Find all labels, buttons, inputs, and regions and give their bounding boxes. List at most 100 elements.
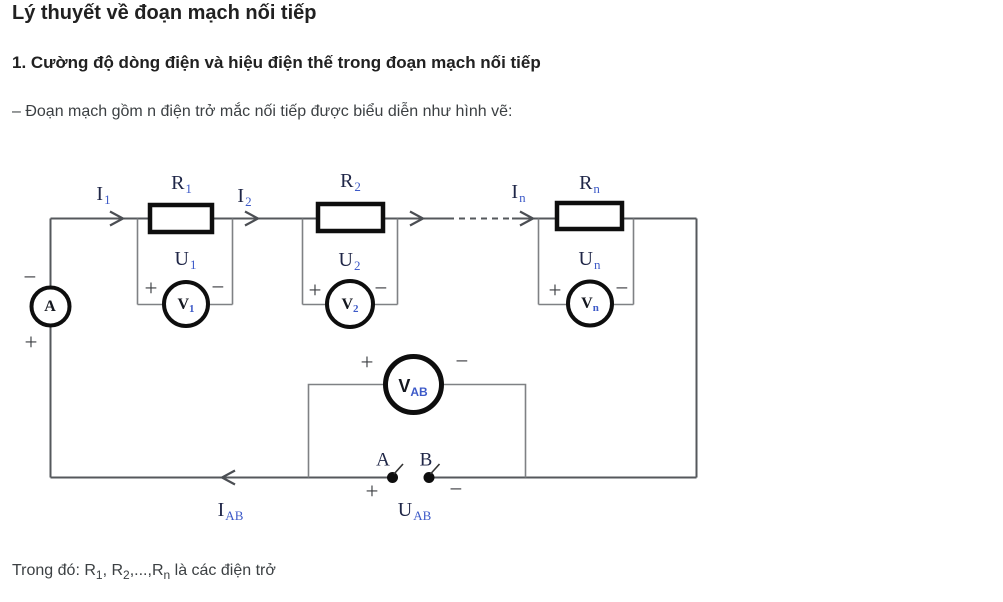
label-r1: R1: [171, 172, 192, 196]
label-iab: IAB: [217, 499, 244, 523]
voltmeter-vab-glyph: VAB: [398, 376, 427, 398]
voltmeter-vn-glyph: Vn: [581, 295, 599, 314]
label-u2: U2: [338, 249, 361, 273]
label-r2-main: R: [340, 170, 354, 192]
label-u2-main: U: [338, 249, 353, 271]
branch-vn: [537, 218, 635, 306]
current-arrows: [109, 210, 536, 486]
branch-v1: [136, 218, 234, 306]
label-u2-sub: 2: [353, 258, 361, 273]
resistors: [147, 200, 625, 235]
voltmeter-vab-circle: [383, 354, 444, 415]
vab-plus-sign: +: [360, 349, 374, 375]
arrow-i2-icon: [244, 210, 261, 227]
footer-s2: 2: [123, 568, 130, 583]
label-un-sub: n: [593, 257, 601, 272]
voltmeter-v2-main: V: [341, 296, 354, 313]
label-u1-sub: 1: [189, 257, 197, 272]
resistor-r1: [147, 202, 215, 235]
voltmeter-vn-main: V: [581, 295, 593, 312]
arrow-after-r2-icon: [409, 210, 426, 227]
label-uab-sub: AB: [413, 508, 432, 523]
label-rn: Rn: [579, 172, 600, 195]
footer-note: Trong đó: R1, R2,...,Rn là các điện trở: [12, 562, 276, 582]
v1-plus-sign: +: [144, 275, 158, 301]
voltmeter-vn-sub: n: [592, 302, 599, 314]
label-r2: R2: [340, 170, 361, 194]
label-iab-main: I: [217, 499, 225, 521]
label-i2-main: I: [237, 185, 245, 207]
label-point-a-main: A: [376, 449, 390, 471]
voltmeter-vn-circle: [566, 279, 614, 328]
label-i2-sub: 2: [245, 194, 252, 209]
label-un-main: U: [578, 248, 593, 270]
ammeter-plus-sign: +: [24, 329, 38, 355]
footer-p2: , R: [102, 562, 124, 579]
label-in: In: [511, 181, 526, 205]
label-i2: I2: [237, 185, 252, 209]
section-heading: 1. Cường độ dòng điện và hiệu điện thế t…: [12, 53, 541, 72]
footer-s1: 1: [95, 568, 103, 583]
footer-p4: là các điện trở: [170, 562, 276, 579]
terminal-a-needle-icon: [393, 463, 404, 475]
resistor-r2: [315, 201, 386, 234]
voltmeter-v1-sub: 1: [189, 303, 195, 315]
label-uab: UAB: [397, 499, 432, 523]
label-r2-sub: 2: [354, 179, 361, 194]
voltmeter-v1-glyph: V1: [177, 296, 195, 315]
arrow-in-icon: [519, 210, 536, 227]
branch-vab: [307, 383, 527, 478]
meters: [29, 279, 614, 415]
intro-text: – Đoạn mạch gồm n điện trở mắc nối tiếp …: [12, 103, 513, 120]
v1-minus-sign: −: [211, 274, 225, 300]
voltmeter-v2-glyph: V2: [341, 296, 359, 315]
resistor-rn: [554, 200, 625, 232]
terminal-b-dot: [423, 472, 435, 483]
label-iab-sub: AB: [225, 508, 244, 523]
ammeter-glyph: A: [44, 299, 56, 315]
v2-plus-sign: +: [308, 277, 322, 303]
label-point-b: B: [420, 451, 433, 470]
label-uab-main: U: [397, 499, 413, 521]
terminal-b-needle-icon: [429, 463, 441, 475]
label-rn-main: R: [579, 172, 593, 194]
voltmeter-v1-circle: [162, 280, 210, 328]
ammeter-circle: [29, 285, 72, 328]
arrow-iab-icon: [219, 469, 236, 486]
label-i1: I1: [96, 183, 111, 207]
v2-minus-sign: −: [374, 275, 388, 301]
vn-minus-sign: −: [615, 275, 629, 301]
terminal-minus-sign: −: [449, 476, 463, 502]
label-i1-sub: 1: [104, 192, 111, 207]
label-u1: U1: [174, 248, 197, 272]
terminals: [387, 463, 441, 483]
ammeter-minus-sign: −: [23, 264, 37, 290]
vab-minus-sign: −: [455, 348, 469, 374]
label-in-main: I: [511, 181, 519, 203]
footer-p3: ,...,R: [129, 562, 164, 579]
terminal-a-dot: [387, 472, 398, 483]
branch-wires: [136, 218, 635, 478]
label-u1-main: U: [174, 248, 189, 270]
page-title: Lý thuyết về đoạn mạch nối tiếp: [12, 2, 317, 24]
terminal-plus-sign: +: [365, 478, 379, 504]
label-i1-main: I: [96, 183, 104, 205]
label-in-sub: n: [519, 190, 526, 205]
voltmeter-v1-main: V: [177, 296, 190, 313]
vn-plus-sign: +: [548, 277, 562, 303]
label-r1-sub: 1: [185, 181, 192, 196]
footer-p1: Trong đó: R: [12, 562, 96, 579]
arrow-i1-icon: [109, 210, 126, 227]
footer-s3: n: [163, 568, 171, 583]
voltmeter-vab-main: V: [398, 376, 411, 396]
label-r1-main: R: [171, 172, 185, 194]
ammeter-glyph-main: A: [44, 298, 56, 315]
voltmeter-vab-sub: AB: [410, 385, 428, 399]
label-point-b-main: B: [419, 449, 433, 471]
voltmeter-v2-sub: 2: [353, 303, 359, 315]
label-un: Un: [578, 248, 601, 272]
label-point-a: A: [376, 451, 390, 470]
voltmeter-v2-circle: [325, 279, 375, 329]
